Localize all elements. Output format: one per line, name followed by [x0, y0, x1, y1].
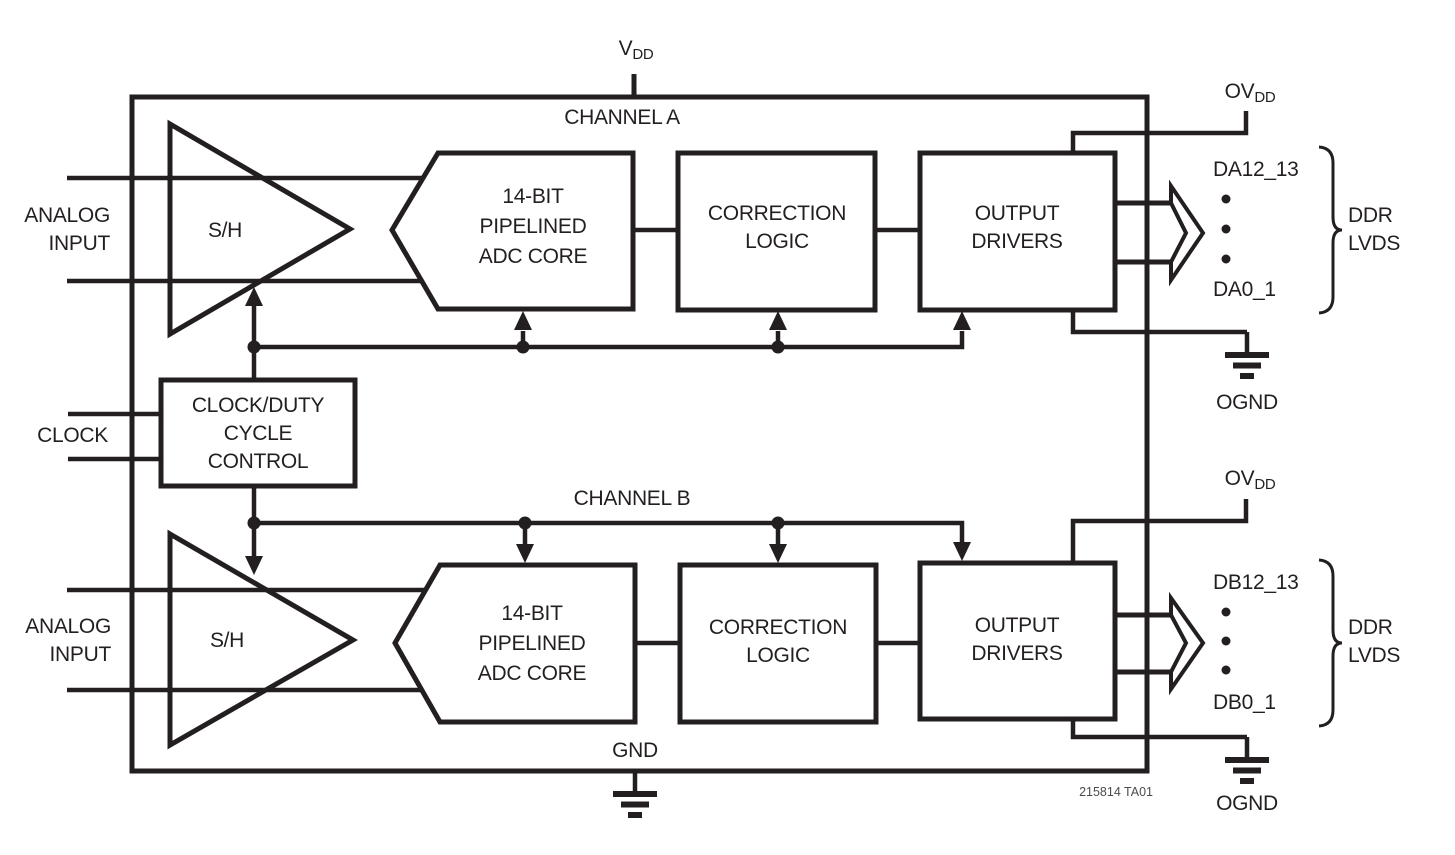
- arrowhead-adc-a: [514, 311, 532, 330]
- gnd-pin-label: GND: [612, 739, 658, 762]
- pin-label-da12-13: DA12_13: [1213, 158, 1299, 181]
- pin-ellipsis-dot: [1221, 254, 1231, 264]
- analog-input-lines-a: [67, 175, 424, 284]
- ovdd-trace-b: [1070, 499, 1249, 565]
- vdd-pin-label: VDD: [618, 37, 654, 63]
- junction-dot: [518, 516, 532, 530]
- channel-b-title: CHANNEL B: [573, 487, 691, 510]
- junction-dot: [771, 340, 785, 354]
- junction-dot: [247, 340, 261, 354]
- clock-input-lines: [68, 411, 161, 462]
- ognd-ground-symbol-b: [1225, 737, 1269, 784]
- pin-group-brace-a: [1318, 145, 1343, 315]
- arrowhead-adc-b: [516, 544, 534, 563]
- adc-core-label-b: 14-BIT PIPELINED ADC CORE: [477, 602, 587, 685]
- output-drivers-label-b: OUTPUT DRIVERS: [971, 614, 1063, 665]
- chip-outline: [129, 94, 1150, 774]
- arrowhead-corr-a: [769, 311, 787, 330]
- arrowhead-out-a: [953, 311, 971, 330]
- ddr-lvds-label-b: DDR LVDS: [1348, 616, 1401, 667]
- output-shafts-b: [1115, 612, 1172, 675]
- arrowhead-corr-b: [769, 544, 787, 563]
- arrowhead-sh-a: [245, 287, 263, 306]
- output-shafts-a: [1115, 200, 1172, 265]
- clock-input-label: CLOCK: [37, 424, 108, 447]
- pin-label-db12-13: DB12_13: [1213, 571, 1299, 594]
- arrowhead-sh-b: [245, 556, 263, 575]
- ognd-trace-a: [1070, 308, 1247, 335]
- ognd-pin-label-b: OGND: [1216, 792, 1278, 815]
- ddr-lvds-label-a: DDR LVDS: [1348, 204, 1401, 255]
- output-drivers-box-b: [917, 560, 1118, 722]
- channel-b-circuit: [67, 485, 1343, 784]
- pin-label-da0-1: DA0_1: [1213, 278, 1276, 301]
- channel-a-circuit: [67, 111, 1343, 381]
- analog-input-label-a: ANALOG INPUT: [24, 204, 110, 255]
- clock-duty-box: [158, 377, 358, 489]
- sh-label-b: S/H: [209, 629, 245, 652]
- analog-input-label-b: ANALOG INPUT: [25, 615, 111, 666]
- correction-logic-label-a: CORRECTION LOGIC: [707, 202, 847, 253]
- gnd-ground-symbol: [613, 771, 657, 818]
- figure-reference: 215814 TA01: [1079, 785, 1153, 799]
- adc-core-shape-a: [389, 150, 636, 312]
- arrowhead-out-b: [953, 542, 971, 561]
- ovdd-trace-a: [1070, 111, 1249, 154]
- correction-logic-label-b: CORRECTION LOGIC: [708, 616, 848, 667]
- adc-core-shape-b: [392, 562, 638, 725]
- pin-ellipsis-dot: [1221, 665, 1231, 675]
- output-drivers-box-a: [917, 150, 1118, 313]
- ognd-pin-label-a: OGND: [1216, 391, 1278, 414]
- adc-core-label-a: 14-BIT PIPELINED ADC CORE: [478, 185, 588, 268]
- output-drivers-label-a: OUTPUT DRIVERS: [971, 202, 1063, 253]
- pin-label-db0-1: DB0_1: [1213, 691, 1276, 714]
- junction-dot: [771, 516, 785, 530]
- clock-circuit: [68, 377, 358, 489]
- pin-ellipsis-dot: [1221, 194, 1231, 204]
- junction-dot: [516, 340, 530, 354]
- pin-ellipsis-dot: [1221, 607, 1231, 617]
- output-bus-arrowhead-b: [1169, 591, 1206, 696]
- channel-b-bus: [254, 520, 965, 543]
- junction-dot: [247, 516, 261, 530]
- analog-input-lines-b: [67, 587, 426, 693]
- output-bus-arrowhead-a: [1169, 179, 1206, 287]
- sh-label-a: S/H: [207, 219, 243, 242]
- ovdd-pin-label-a: OVDD: [1224, 80, 1276, 106]
- ognd-ground-symbol-a: [1225, 332, 1269, 379]
- channel-a-title: CHANNEL A: [564, 106, 680, 129]
- clock-duty-box-label: CLOCK/DUTY CYCLE CONTROL: [191, 394, 325, 473]
- sh-amp-b: [167, 529, 359, 750]
- pin-ellipsis-dot: [1221, 224, 1231, 234]
- ovdd-pin-label-b: OVDD: [1224, 467, 1276, 493]
- pin-ellipsis-dot: [1221, 636, 1231, 646]
- pin-group-brace-b: [1318, 558, 1343, 728]
- channel-a-bus: [254, 331, 965, 350]
- ognd-trace-b: [1070, 717, 1247, 740]
